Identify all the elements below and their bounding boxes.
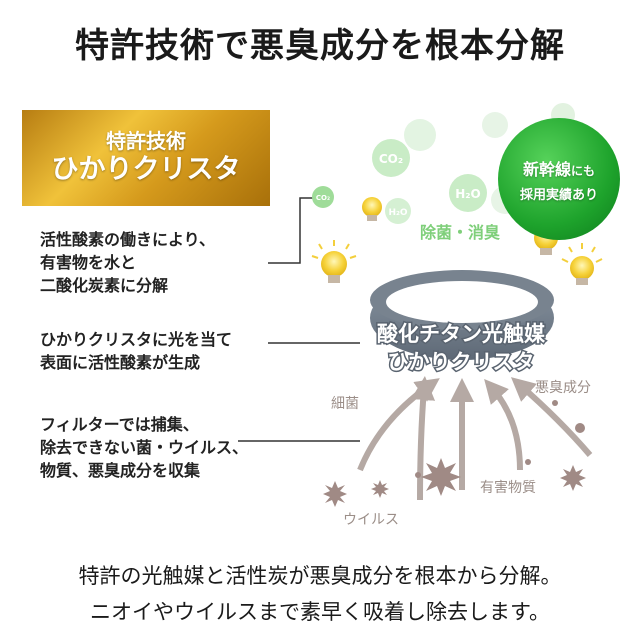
h2o-small-label: H₂O xyxy=(388,208,407,218)
particle-icon xyxy=(323,481,347,507)
bacteria-label: 細菌 xyxy=(331,396,359,412)
co2-molecule: CO₂ xyxy=(372,139,410,177)
shinkansen-badge: 新幹線にも 採用実績あり xyxy=(498,118,620,240)
description-3: フィルターでは捕集、 除去できない菌・ウイルス、 物質、悪臭成分を収集 xyxy=(40,413,248,482)
particle-icon xyxy=(575,423,585,433)
co2-label: CO₂ xyxy=(379,152,403,166)
harmful-label: 有害物質 xyxy=(480,480,536,496)
shinkansen-badge-line1: 新幹線 xyxy=(522,159,571,179)
photocatalyst-ring xyxy=(370,270,554,360)
particle-icon xyxy=(371,480,389,498)
description-1-line: 有害物を水と xyxy=(40,253,137,272)
connector-line-1 xyxy=(268,197,318,264)
flow-arrow xyxy=(411,376,436,501)
patent-badge: 特許技術 ひかりクリスタ xyxy=(22,110,270,206)
particle-icon xyxy=(560,465,586,491)
ring-label-line2: ひかりクリスタ xyxy=(388,349,535,374)
description-3-line: 物質、悪臭成分を収集 xyxy=(40,461,201,480)
description-1-line: 二酸化炭素に分解 xyxy=(40,276,169,295)
co2-small-label: CO₂ xyxy=(316,194,330,202)
virus-label: ウイルス xyxy=(343,512,399,528)
patent-badge-line1: 特許技術 xyxy=(106,129,186,154)
particle-icon xyxy=(525,459,531,465)
description-2-line: ひかりクリスタに光を当て xyxy=(40,330,233,349)
connector-lines xyxy=(238,197,360,442)
bottom-text-line2: ニオイやウイルスまで素早く吸着し除去します。 xyxy=(90,600,550,624)
flow-arrow xyxy=(510,377,593,457)
flow-arrows xyxy=(357,376,593,501)
particle-icon xyxy=(415,472,421,478)
particle-icon xyxy=(552,400,558,406)
bg-bubble xyxy=(482,112,508,138)
description-3-line: 除去できない菌・ウイルス、 xyxy=(40,438,249,457)
description-1-line: 活性酸素の働きにより、 xyxy=(40,230,216,249)
h2o-label: H₂O xyxy=(455,187,481,201)
lightbulb-icon xyxy=(362,197,382,221)
ring-label-line1: 酸化チタン光触媒 xyxy=(377,321,546,346)
bg-bubble xyxy=(404,119,436,151)
h2o-molecule-small: H₂O xyxy=(385,198,411,224)
patent-badge-line2: ひかりクリスタ xyxy=(51,154,241,186)
bottom-text-line1: 特許の光触媒と活性炭が悪臭成分を根本から分解。 xyxy=(78,564,562,588)
description-2-line: 表面に活性酸素が生成 xyxy=(40,353,201,372)
shinkansen-badge-line1-small: にも xyxy=(571,163,596,178)
odor-label: 悪臭成分 xyxy=(535,380,591,396)
description-3-line: フィルターでは捕集、 xyxy=(40,415,199,434)
description-1: 活性酸素の働きにより、 有害物を水と 二酸化炭素に分解 xyxy=(40,228,215,297)
description-2: ひかりクリスタに光を当て 表面に活性酸素が生成 xyxy=(40,328,232,374)
h2o-molecule: H₂O xyxy=(449,174,487,212)
lightbulb-icon xyxy=(311,240,357,283)
shinkansen-badge-line2: 採用実績あり xyxy=(519,187,598,203)
flow-arrow xyxy=(484,378,523,471)
lightbulb-icon xyxy=(561,243,603,285)
co2-molecule-small: CO₂ xyxy=(312,186,334,208)
particles xyxy=(323,400,586,507)
particle-icon xyxy=(421,458,461,496)
headline: 特許技術で悪臭成分を根本分解 xyxy=(75,26,565,66)
sterilize-label: 除菌・消臭 xyxy=(420,223,500,242)
